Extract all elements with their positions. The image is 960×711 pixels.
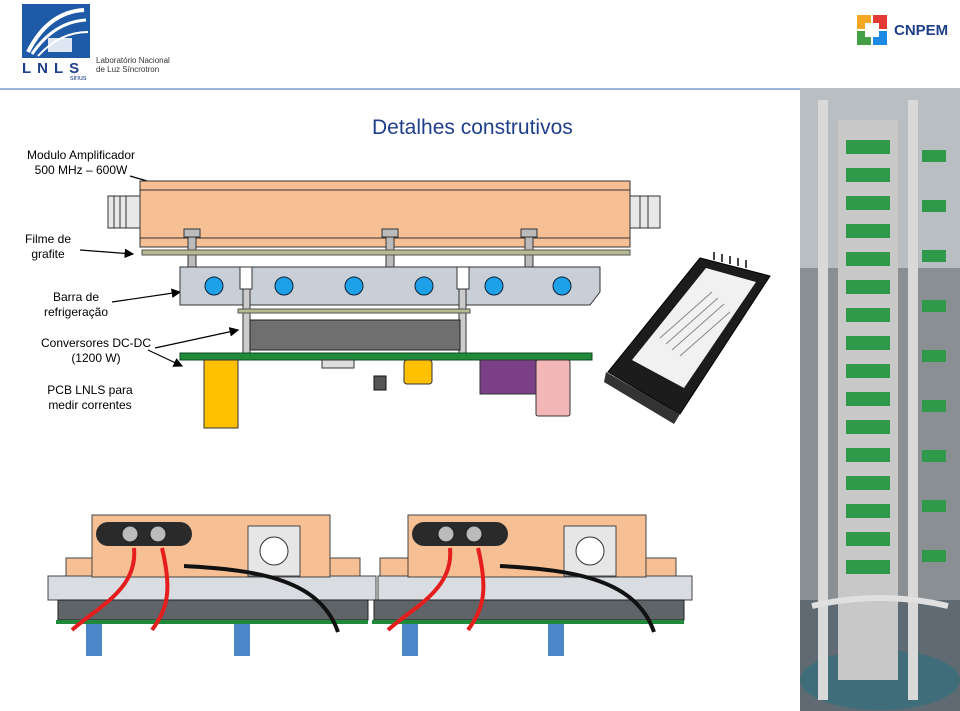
coolant-hole	[204, 276, 224, 296]
power-module-image	[604, 252, 771, 424]
label-cooling-line1: Barra de	[52, 290, 100, 304]
bottom-assembly-right	[372, 514, 693, 656]
pcb-board	[179, 352, 593, 361]
label-pcb: PCB LNLS para medir correntes	[40, 383, 140, 413]
lnls-tag: sirius	[70, 75, 87, 82]
screw-head	[183, 228, 201, 238]
arrow-pcb	[147, 349, 184, 367]
cnpem-text: CNPEM	[894, 22, 949, 39]
coolant-hole	[414, 276, 434, 296]
screws	[183, 228, 538, 270]
label-pcb-line1: PCB LNLS para	[47, 383, 133, 397]
arrow-graphite	[79, 248, 135, 259]
label-converters: Conversores DC-DC (1200 W)	[36, 336, 156, 366]
pcb-pink-part	[535, 359, 571, 417]
label-amplifier-line2: 500 MHz – 600W	[34, 163, 128, 177]
arrow-converters	[154, 327, 240, 349]
tower-photo	[800, 88, 960, 711]
coolant-hole	[552, 276, 572, 296]
label-amplifier: Modulo Amplificador 500 MHz – 600W	[16, 148, 146, 178]
cnpem-logo: CNPEM	[854, 12, 958, 52]
label-cooling: Barra de refrigeração	[36, 290, 116, 320]
lnls-name-line2: de Luz Síncrotron	[96, 65, 160, 74]
label-pcb-line2: medir correntes	[48, 398, 132, 412]
bottom-assembly-left	[47, 514, 377, 656]
label-converters-line1: Conversores DC-DC	[40, 336, 152, 350]
arrow-cooling	[111, 288, 182, 303]
pcb-purple-part	[479, 359, 537, 395]
lnls-logo: LNLS Laboratório Nacional de Luz Síncrot…	[18, 2, 178, 84]
label-graphite-line2: grafite	[31, 247, 65, 261]
header-divider	[0, 88, 800, 90]
cnpem-logo-mark-icon	[857, 15, 887, 45]
coolant-hole	[274, 276, 294, 296]
converter-graphite	[237, 308, 471, 314]
screw-head	[520, 228, 538, 238]
pcb-yellow-part	[203, 359, 239, 429]
coolant-hole	[344, 276, 364, 296]
rf-connector-right	[629, 195, 661, 229]
dc-dc-converter	[249, 319, 461, 351]
rf-connector-left	[107, 195, 141, 229]
label-amplifier-line1: Modulo Amplificador	[26, 148, 136, 162]
label-cooling-line2: refrigeração	[43, 305, 109, 319]
label-graphite-line1: Filme de	[24, 232, 71, 246]
amplifier-module	[107, 180, 661, 248]
label-graphite: Filme de grafite	[18, 232, 78, 262]
lnls-logo-mark-icon	[22, 4, 90, 58]
graphite-film	[141, 249, 631, 256]
slide-title: Detalhes construtivos	[372, 116, 573, 139]
lnls-name-line1: Laboratório Nacional	[96, 56, 170, 65]
coolant-hole	[484, 276, 504, 296]
lnls-letters: LNLS	[22, 60, 86, 77]
pcb-yellow-small	[403, 359, 433, 385]
label-converters-line2: (1200 W)	[71, 351, 121, 365]
cooling-bar	[179, 266, 601, 306]
screw-head	[381, 228, 399, 238]
